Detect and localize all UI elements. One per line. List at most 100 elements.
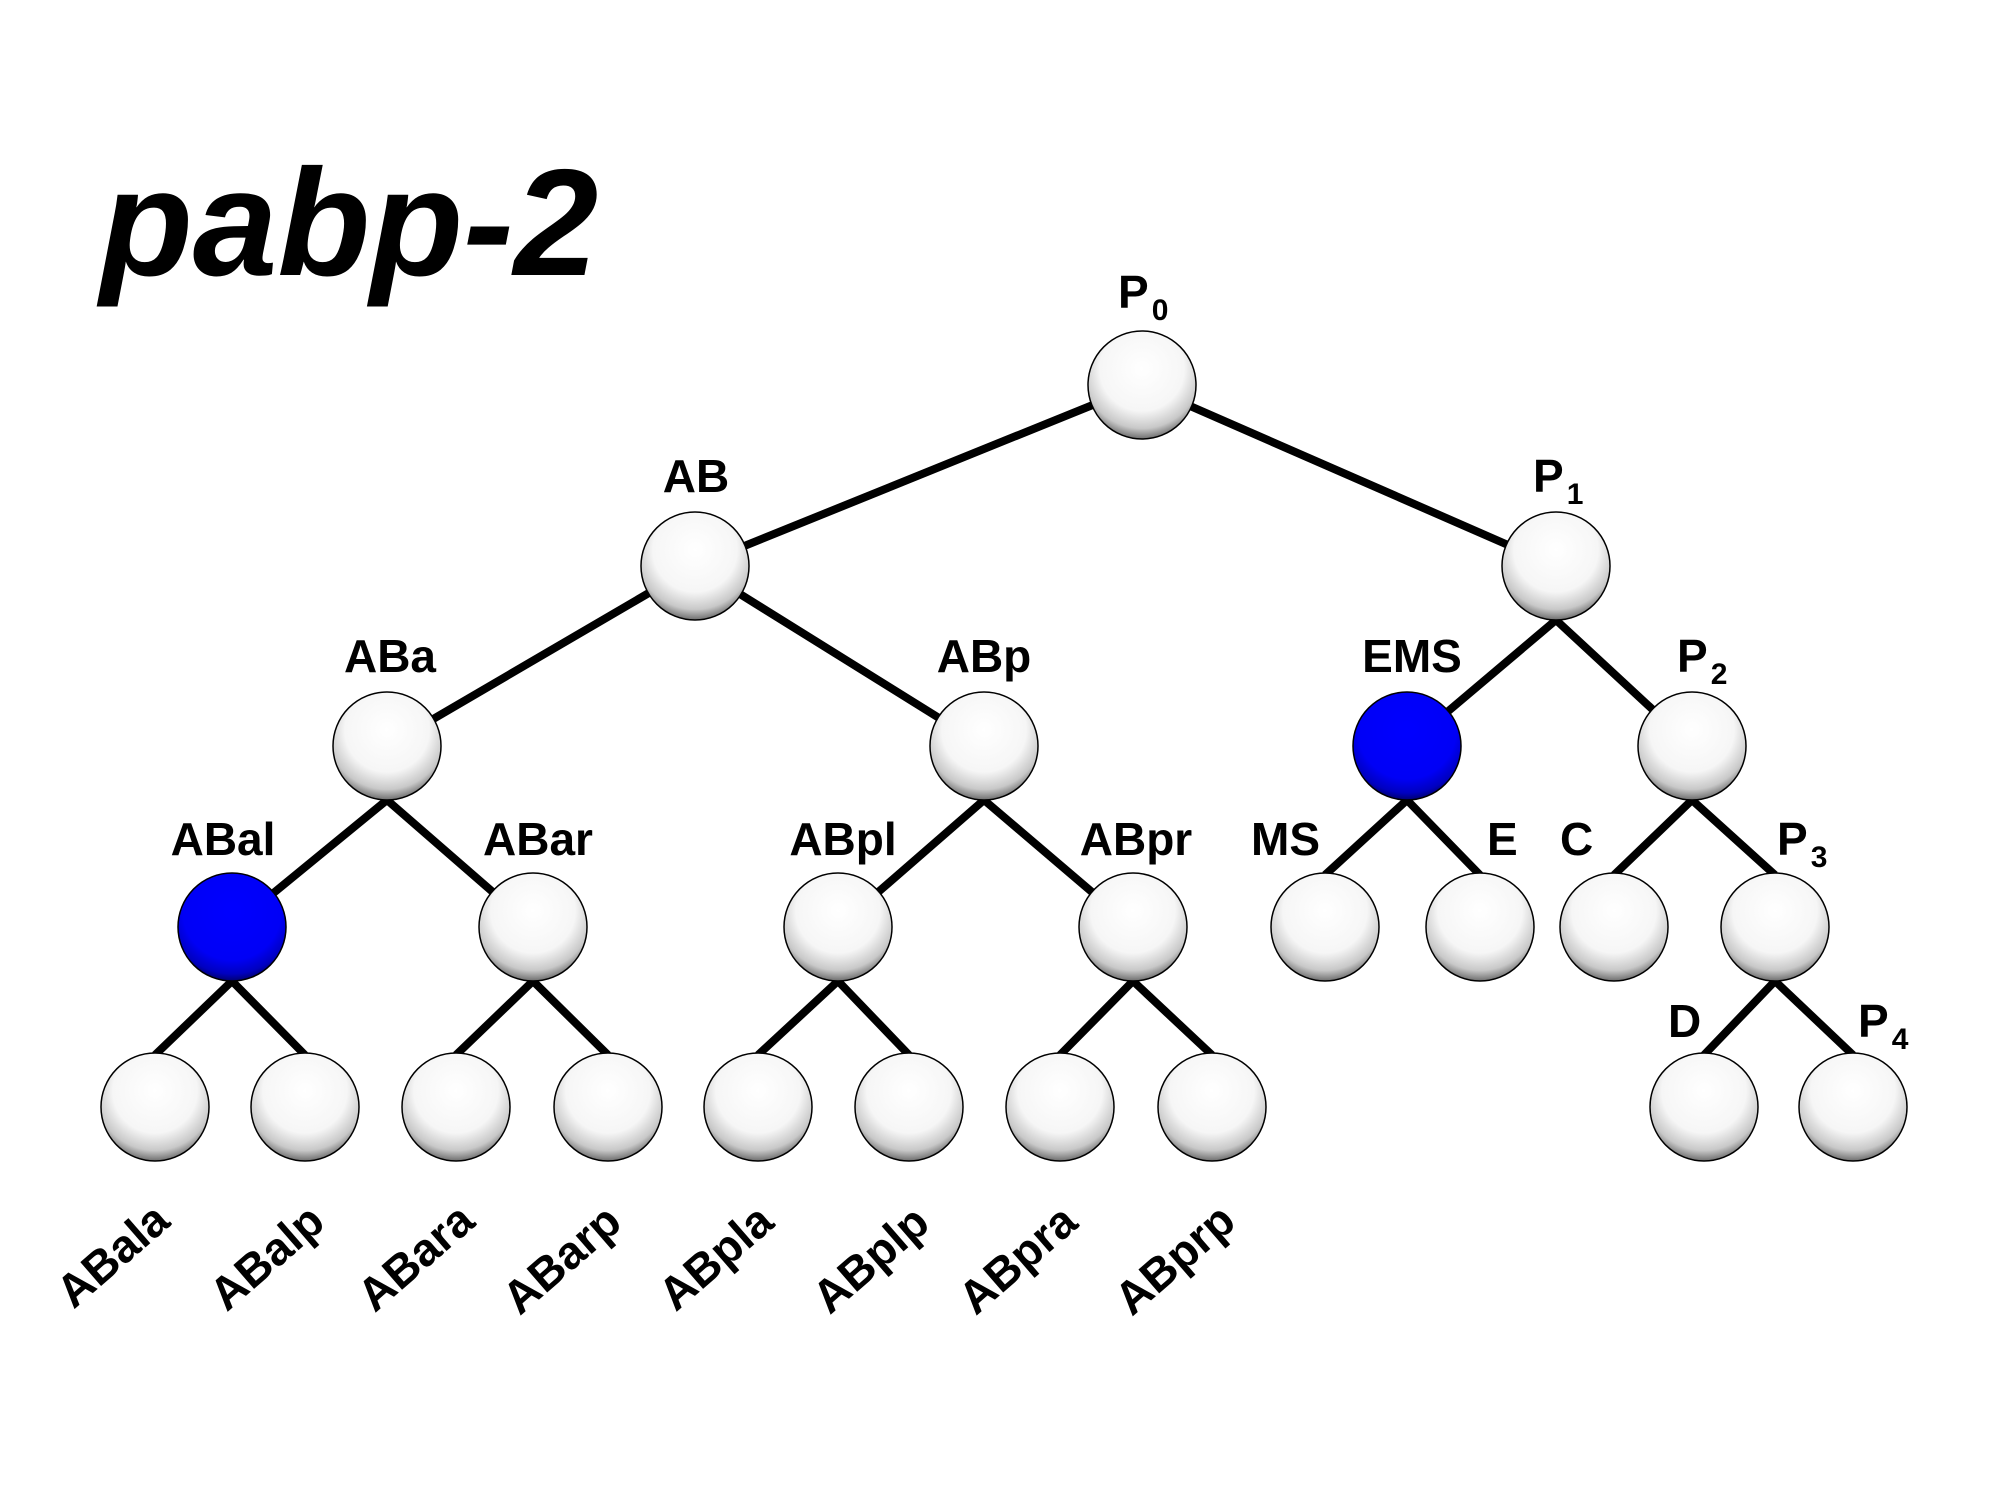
cell-label-subscript: 0 <box>1152 294 1169 327</box>
cell-label-text: ABalp <box>199 1194 333 1320</box>
cell-node-ABar <box>478 872 588 982</box>
cell-label-text: ABara <box>347 1193 484 1321</box>
cell-node-ABprp <box>1157 1052 1267 1162</box>
cell-label-ABa: ABa <box>344 630 436 682</box>
edge-AB-ABa <box>384 562 698 750</box>
edge-ABpr-ABpra <box>1057 978 1136 1058</box>
cell-label-text: ABar <box>483 813 593 865</box>
cell-label-text: ABpr <box>1080 813 1193 865</box>
edge-AB-ABp <box>692 562 987 750</box>
edge-ABpl-ABpla <box>755 978 841 1058</box>
cell-label-ABar: ABar <box>483 813 593 865</box>
cell-node-ABal-expressed <box>177 872 287 982</box>
cell-label-ABal: ABal <box>171 813 276 865</box>
edge-P2-C <box>1611 797 1695 878</box>
cell-label-text: ABpl <box>789 813 896 865</box>
cell-node-ABplp <box>854 1052 964 1162</box>
edge-ABar-ABara <box>453 978 536 1058</box>
cell-label-text: ABp <box>937 630 1032 682</box>
cell-label-subscript: 3 <box>1811 841 1828 874</box>
cell-label-E: E <box>1487 813 1518 865</box>
cell-label-text: ABarp <box>492 1194 630 1324</box>
cell-label-ABpr: ABpr <box>1080 813 1193 865</box>
cell-label-text: P <box>1858 995 1889 1047</box>
edge-P0-P1 <box>1140 381 1558 570</box>
cell-label-AB: AB <box>663 450 729 502</box>
cell-label-text: ABal <box>171 813 276 865</box>
cell-node-ABp <box>929 691 1039 801</box>
edge-EMS-MS <box>1322 797 1410 878</box>
edge-P3-D <box>1701 978 1778 1058</box>
edge-P2-P3 <box>1689 797 1778 878</box>
cell-label-text: AB <box>663 450 729 502</box>
cell-node-EMS-expressed <box>1352 691 1462 801</box>
cell-label-text: P <box>1118 266 1149 318</box>
cell-label-D: D <box>1668 995 1701 1047</box>
cell-label-text: ABala <box>46 1192 179 1317</box>
cell-label-text: ABprp <box>1104 1193 1244 1324</box>
cell-label-ABpra: ABpra <box>948 1194 1087 1324</box>
edge-ABal-ABala <box>152 978 235 1058</box>
edge-ABar-ABarp <box>530 978 611 1058</box>
cell-node-AB <box>640 511 750 621</box>
cell-label-text: ABa <box>344 630 436 682</box>
cell-label-ABplp: ABplp <box>802 1195 938 1323</box>
cell-node-ABarp <box>553 1052 663 1162</box>
cell-label-C: C <box>1560 813 1593 865</box>
cell-label-text: P <box>1677 630 1708 682</box>
cell-node-ABpra <box>1005 1052 1115 1162</box>
cell-label-ABara: ABara <box>347 1193 484 1321</box>
cell-label-text: MS <box>1251 813 1320 865</box>
cell-label-text: ABpra <box>948 1194 1087 1324</box>
cell-node-ABalp <box>250 1052 360 1162</box>
edge-EMS-E <box>1404 797 1483 878</box>
cell-node-P0 <box>1087 330 1197 440</box>
cell-node-E <box>1425 872 1535 982</box>
cell-label-subscript: 2 <box>1711 658 1728 691</box>
edge-P0-AB <box>693 381 1144 570</box>
cell-label-ABalp: ABalp <box>199 1194 333 1320</box>
cell-node-ABpr <box>1078 872 1188 982</box>
tree-nodes <box>100 330 1908 1162</box>
cell-node-C <box>1559 872 1669 982</box>
cell-node-P2 <box>1637 691 1747 801</box>
cell-node-ABa <box>332 691 442 801</box>
cell-label-ABarp: ABarp <box>492 1194 630 1324</box>
cell-label-EMS: EMS <box>1362 630 1462 682</box>
cell-node-ABara <box>401 1052 511 1162</box>
cell-label-ABala: ABala <box>46 1192 179 1317</box>
cell-label-text: EMS <box>1362 630 1462 682</box>
cell-label-text: P <box>1533 450 1564 502</box>
cell-node-P4 <box>1798 1052 1908 1162</box>
edge-ABpl-ABplp <box>835 978 912 1058</box>
cell-label-text: E <box>1487 813 1518 865</box>
cell-label-text: P <box>1777 813 1808 865</box>
cell-node-P1 <box>1501 511 1611 621</box>
cell-label-ABp: ABp <box>937 630 1032 682</box>
cell-label-ABpl: ABpl <box>789 813 896 865</box>
cell-label-text: C <box>1560 813 1593 865</box>
cell-label-text: ABplp <box>802 1195 938 1323</box>
cell-node-MS <box>1270 872 1380 982</box>
cell-node-ABpla <box>703 1052 813 1162</box>
cell-label-subscript: 4 <box>1892 1023 1909 1056</box>
cell-node-P3 <box>1720 872 1830 982</box>
edge-ABal-ABalp <box>229 978 308 1058</box>
cell-node-ABpl <box>783 872 893 982</box>
cell-node-D <box>1649 1052 1759 1162</box>
edge-P3-P4 <box>1772 978 1856 1058</box>
cell-label-ABpla: ABpla <box>648 1194 783 1321</box>
cell-label-subscript: 1 <box>1567 478 1584 511</box>
cell-label-ABprp: ABprp <box>1104 1193 1244 1324</box>
cell-label-text: ABpla <box>648 1194 783 1321</box>
tree-edges <box>152 381 1856 1058</box>
gene-title: pabp-2 <box>96 138 598 308</box>
cell-label-text: D <box>1668 995 1701 1047</box>
cell-label-MS: MS <box>1251 813 1320 865</box>
